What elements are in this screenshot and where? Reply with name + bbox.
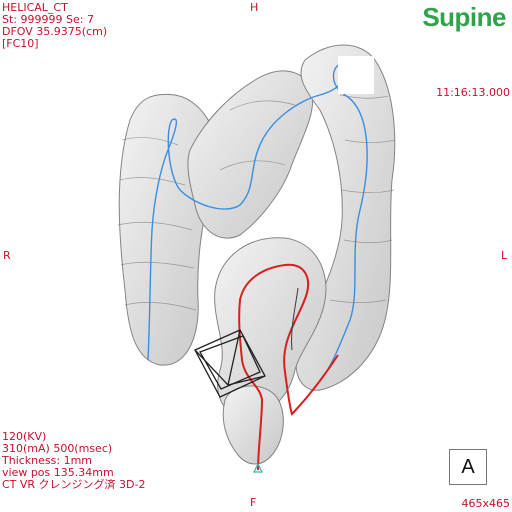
patient-position-label: Supine	[422, 2, 506, 32]
kernel-value: [FC10]	[2, 37, 39, 50]
orientation-top: H	[250, 1, 259, 14]
dfov-value: DFOV 35.9375(cm)	[2, 25, 108, 38]
series-type: HELICAL_CT	[2, 1, 68, 14]
study-series-numbers: St: 999999 Se: 7	[2, 13, 94, 26]
orientation-bottom: F	[250, 496, 257, 509]
study-info-bottom-left: 120(KV) 310(mA) 500(msec) Thickness: 1mm…	[2, 431, 146, 491]
orientation-left: R	[3, 249, 11, 262]
view-position-value: view pos 135.34mm	[2, 466, 114, 479]
kv-value: 120(KV)	[2, 430, 47, 443]
ma-msec-value: 310(mA) 500(msec)	[2, 442, 113, 455]
red-centerline	[238, 263, 339, 471]
render-mode-label: CT VR クレンジング済 3D-2	[2, 478, 146, 491]
orientation-cube-label: A	[461, 455, 475, 478]
orientation-cube-button[interactable]: A	[449, 449, 487, 485]
orientation-right: L	[501, 249, 508, 262]
overlay-patch	[338, 56, 374, 94]
acquisition-time: 11:16:13.000	[436, 86, 510, 99]
camera-frustum-icon	[194, 329, 266, 398]
blue-centerline	[147, 62, 368, 381]
matrix-size: 465x465	[461, 497, 510, 510]
study-info-top-left: HELICAL_CT St: 999999 Se: 7 DFOV 35.9375…	[2, 2, 107, 50]
thickness-value: Thickness: 1mm	[2, 454, 92, 467]
start-marker-icon	[253, 462, 263, 473]
